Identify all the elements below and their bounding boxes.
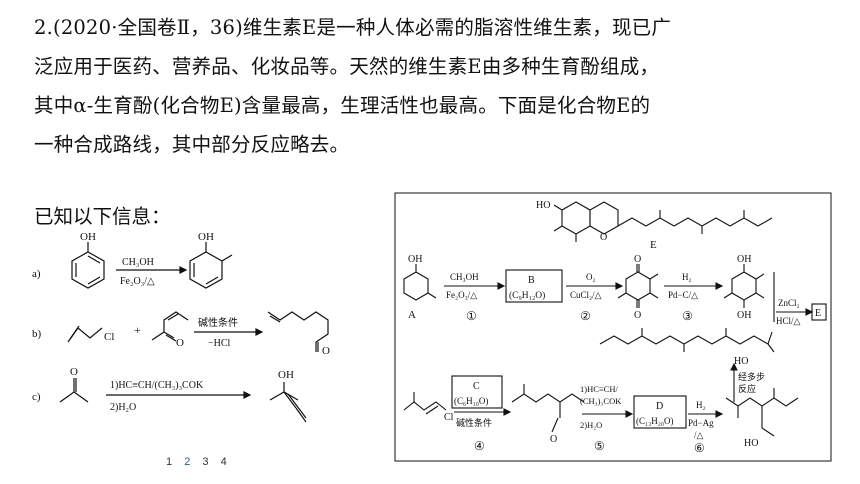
A-label: A: [408, 309, 416, 321]
tocopherol-structure: [553, 201, 773, 242]
quinone-structure: [617, 264, 659, 308]
arrow-c-bottom: 2)H₂O: [110, 402, 136, 413]
propargyl-alcohol: [269, 391, 299, 401]
E-box-label: E: [815, 308, 821, 319]
step5-bottom: 2)H₂O: [580, 420, 602, 430]
hq-oh2: OH: [737, 310, 751, 321]
known-a-label: a): [32, 268, 41, 280]
cresol-structure: [189, 242, 233, 289]
question-line-1: 2.(2020·全国卷Ⅱ，36)维生素E是一种人体必需的脂溶性维生素，现已广: [34, 16, 672, 39]
arrow-c-top: 1)HC≡CH/(CH₃)₃COK: [110, 380, 204, 391]
page-indicator: 1 2 3 4: [166, 456, 236, 468]
step1-num: ①: [466, 309, 477, 323]
C-name: C: [473, 381, 480, 392]
page-2-link[interactable]: 2: [184, 456, 191, 468]
step4-cond: 碱性条件: [456, 417, 492, 428]
step6-top: H₂: [696, 400, 706, 410]
alkylated-product: [267, 311, 329, 343]
prenyl-chloride: [403, 401, 447, 411]
B-name: B: [528, 275, 535, 286]
compound-A-structure: [403, 264, 437, 301]
step5-top: 1)HC≡CH/: [580, 384, 618, 394]
compound-C-box: [451, 375, 503, 409]
ketone-D-precursor: [511, 393, 585, 403]
page-3-link[interactable]: 3: [202, 456, 209, 468]
A-oh: OH: [408, 254, 422, 265]
E-label: E: [650, 239, 657, 251]
step5-mid: (CH₃)₃COK: [580, 396, 622, 406]
enone-structure: [151, 311, 189, 341]
step1-top: CH₃OH: [450, 272, 479, 282]
compound-D-box: [633, 395, 687, 429]
question-line-3: 其中α-生育酚(化合物E)含量最高，生理活性也最高。下面是化合物E的: [34, 94, 651, 117]
phenol-structure: [71, 242, 105, 289]
zn-bottom: HCl/△: [776, 316, 801, 326]
product-b-o: O: [322, 345, 330, 357]
D-formula: (C₁₃H₂₀O): [636, 416, 674, 426]
synthesis-scheme: HO O E OH A CH₃OH Fe₂O₃/△ ① B (C₉H₁₂O) O…: [394, 192, 832, 462]
quinone-o2: O: [634, 310, 641, 321]
mid-o: O: [550, 434, 557, 445]
E-ho: HO: [536, 200, 550, 211]
allylic-alcohol: [725, 397, 799, 407]
E-o: O: [600, 232, 607, 243]
top-bar: [0, 0, 860, 6]
acetone-o: O: [70, 366, 78, 378]
step1-bottom: Fe₂O₃/△: [446, 290, 477, 300]
question-line-2: 泛应用于医药、营养品、化妆品等。天然的维生素E由多种生育酚组成，: [34, 55, 660, 78]
arrow-b-bottom: −HCl: [208, 338, 231, 349]
prenyl-cl: Cl: [444, 412, 454, 423]
step5-num: ⑤: [594, 439, 605, 453]
given-title: 已知以下信息：: [34, 205, 171, 228]
final-ho: HO: [744, 438, 758, 449]
step2-bottom: CuCl₂/△: [570, 290, 602, 300]
step3-num: ③: [682, 309, 693, 323]
D-name: D: [656, 401, 663, 412]
step3-bottom: Pd−C/△: [668, 290, 698, 300]
plus-sign: +: [134, 323, 141, 337]
isophytol-chain: [599, 335, 769, 345]
arrow-a-bottom: Fe₂O₃/△: [120, 276, 155, 287]
C-formula: (C₆H₁₀O): [454, 396, 488, 406]
arrow-a-top: CH₃OH: [122, 257, 154, 268]
step2-top: O₂: [586, 272, 596, 282]
step4-num: ④: [474, 439, 485, 453]
known-c-label: c): [32, 391, 41, 403]
multi-step-2: 反应: [738, 383, 756, 394]
known-reactions: a) OH CH₃OH Fe₂O₃/△ OH b) Cl + O 碱性条件 −H…: [32, 232, 330, 423]
cresol-oh: OH: [198, 232, 214, 243]
question-line-4: 一种合成路线，其中部分反应略去。: [34, 133, 350, 156]
product-c-oh: OH: [278, 369, 294, 381]
allyl-cl: Cl: [104, 331, 114, 343]
enone-o: O: [176, 337, 184, 349]
B-formula: (C₉H₁₂O): [509, 290, 545, 301]
step6-bottom: /△: [694, 430, 704, 440]
chain-ho: HO: [734, 356, 748, 367]
compound-B-box: [505, 269, 563, 303]
page-4-link[interactable]: 4: [220, 456, 227, 468]
page-1-link[interactable]: 1: [166, 456, 173, 468]
scheme-border: [394, 192, 832, 462]
step2-num: ②: [580, 309, 591, 323]
hq-oh1: OH: [737, 254, 751, 265]
question-text: 2.(2020·全国卷Ⅱ，36)维生素E是一种人体必需的脂溶性维生素，现已广 泛…: [34, 8, 834, 164]
arrow-b-top: 碱性条件: [198, 316, 238, 329]
step6-num: ⑥: [694, 441, 705, 455]
step3-top: H₂: [682, 272, 692, 282]
multi-step-1: 经多步: [738, 371, 765, 382]
phenol-oh: OH: [80, 232, 96, 243]
known-b-label: b): [32, 328, 42, 340]
zn-top: ZnCl₂: [778, 298, 800, 308]
quinone-o1: O: [634, 254, 641, 265]
acetone-structure: [59, 391, 89, 403]
step6-mid: Pd−Ag: [688, 418, 714, 428]
hydroquinone-structure: [723, 264, 765, 308]
E-box: [811, 303, 827, 321]
